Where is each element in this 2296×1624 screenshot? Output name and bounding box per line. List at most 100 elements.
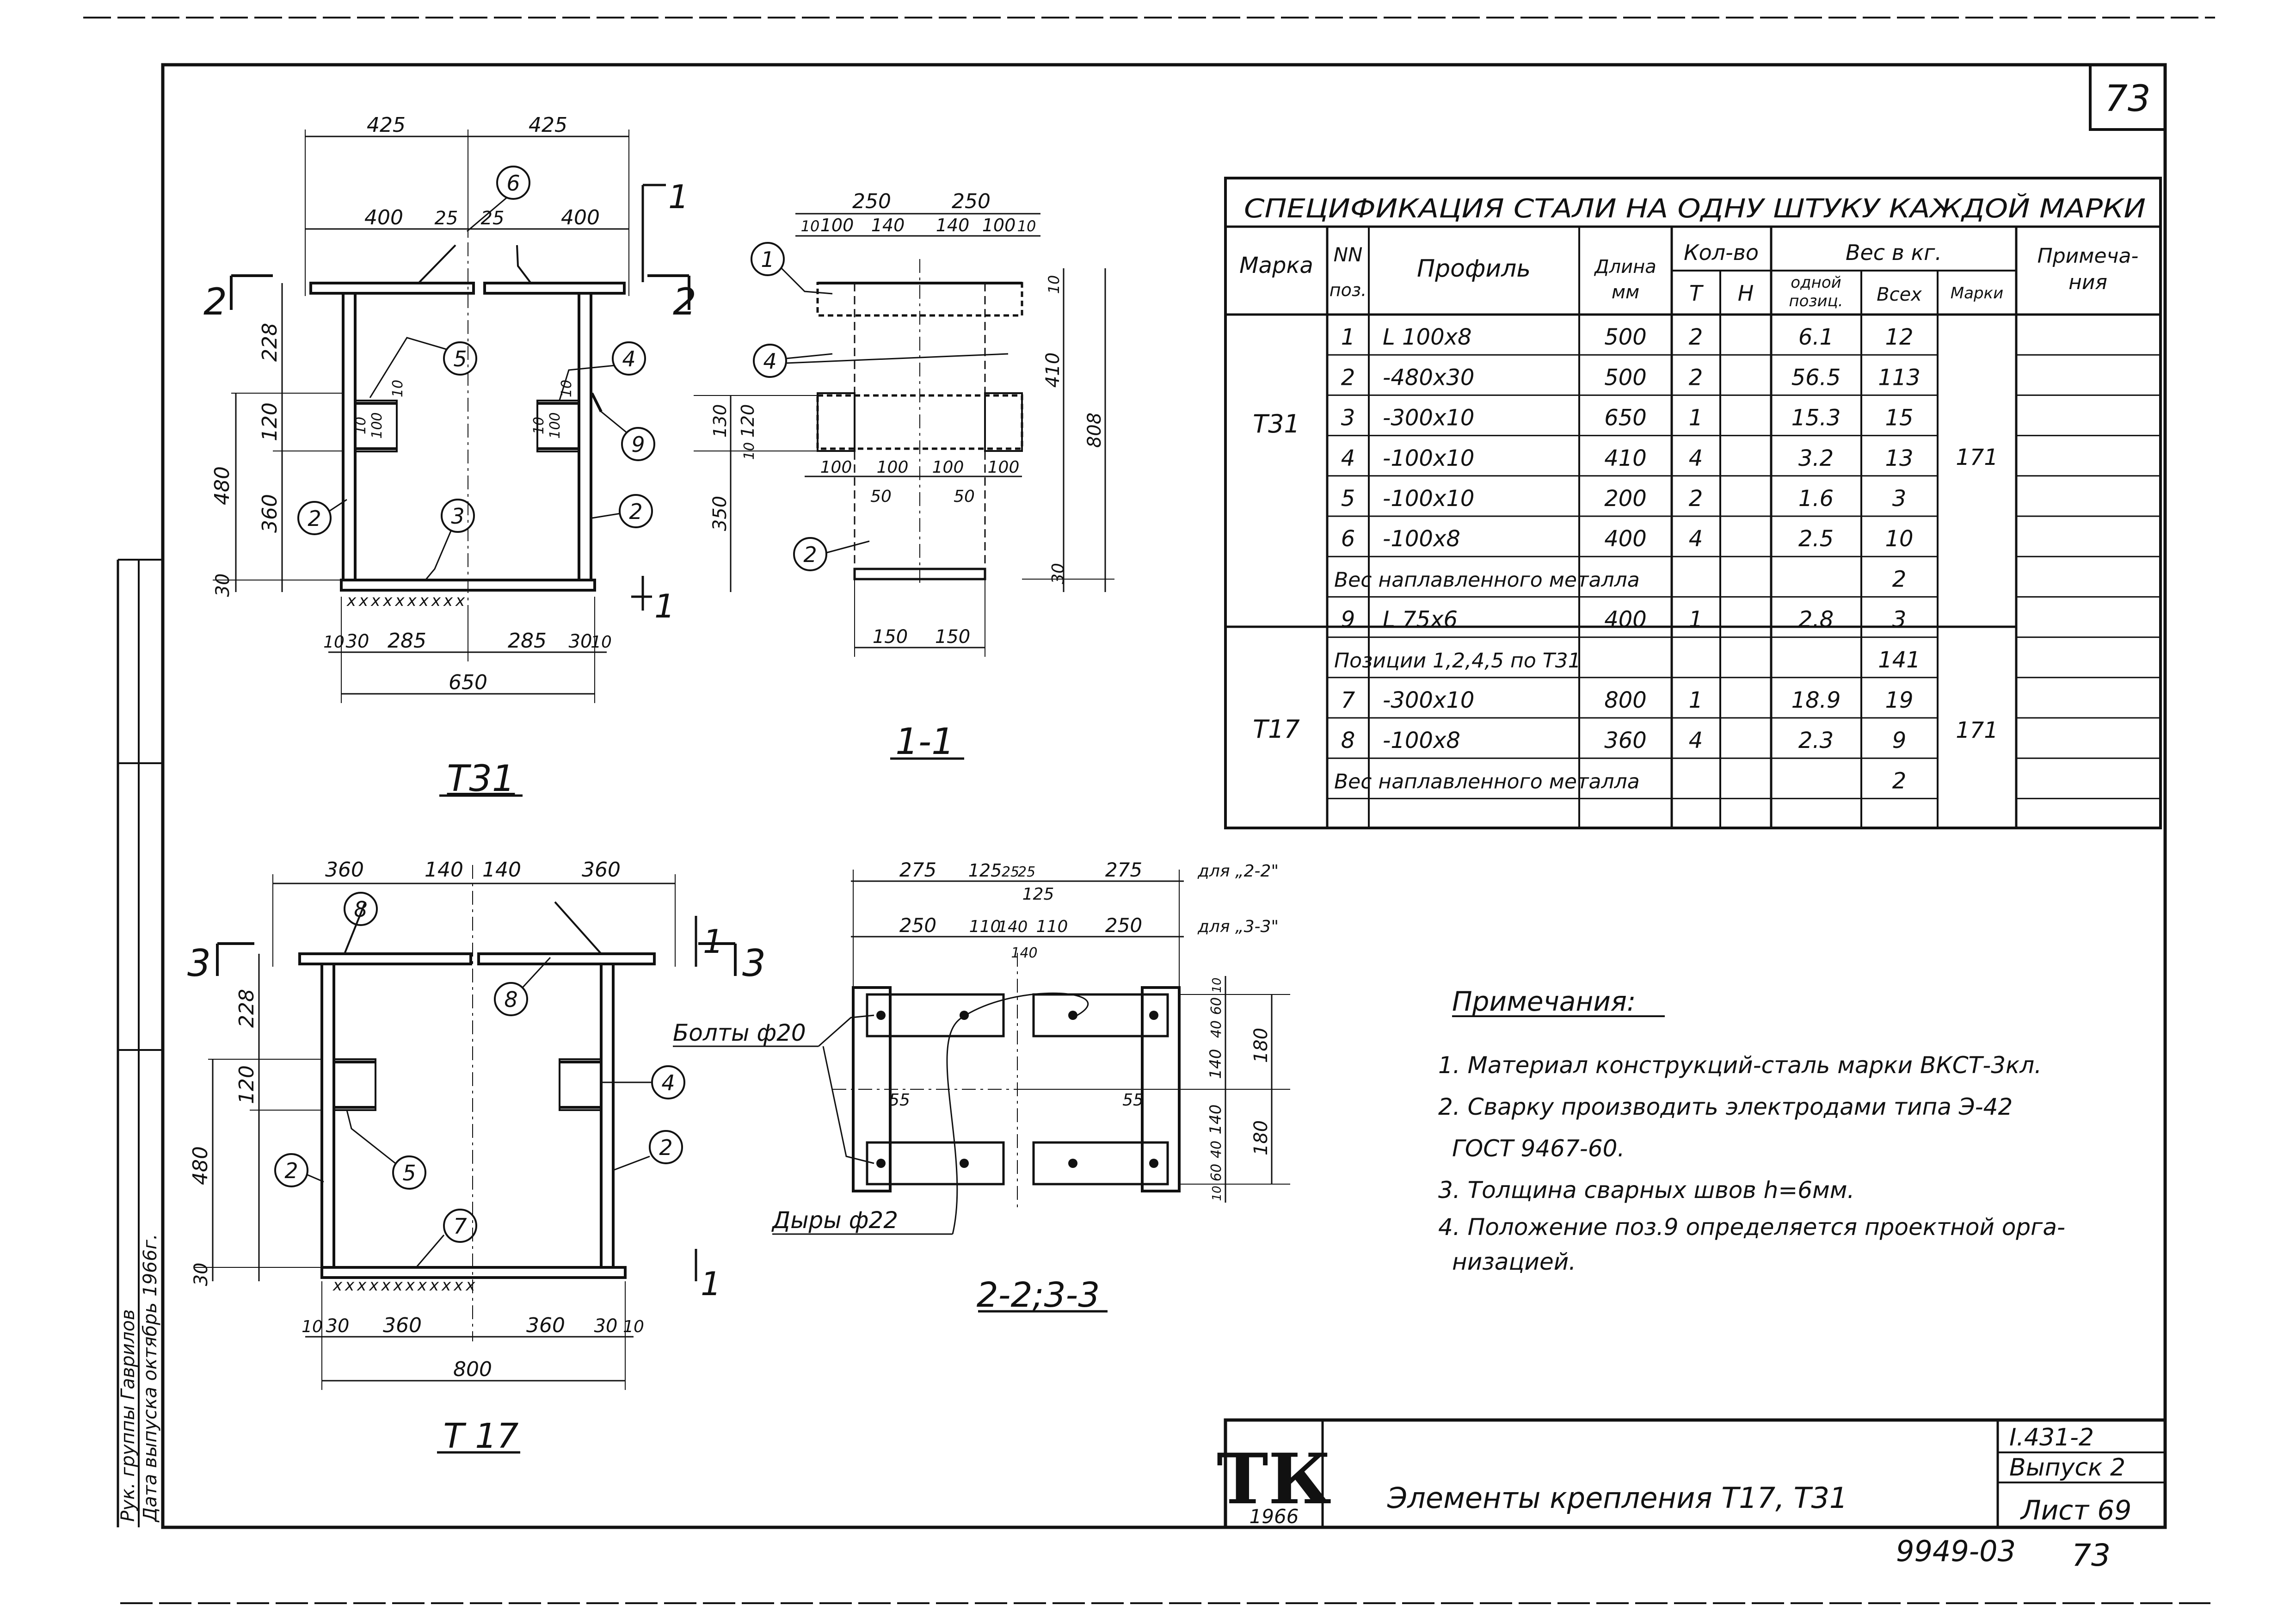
svg-text:25: 25 <box>1018 864 1035 880</box>
spec-cell-all: 2 <box>1892 566 1907 592</box>
svg-text:250: 250 <box>852 190 891 213</box>
sheet-label: Лист 69 <box>2020 1494 2131 1526</box>
spec-cell-all: 113 <box>1878 364 1921 390</box>
svg-text:10: 10 <box>531 417 547 434</box>
svg-text:150: 150 <box>935 626 970 648</box>
spec-cell-all: 10 <box>1885 526 1913 552</box>
svg-text:10: 10 <box>353 417 369 434</box>
hdr-one-2: позиц. <box>1789 292 1843 310</box>
svg-text:125: 125 <box>968 860 1002 881</box>
svg-text:для „2-2": для „2-2" <box>1197 862 1279 881</box>
svg-text:800: 800 <box>453 1358 492 1381</box>
bottom-code: 9949-03 <box>1896 1534 2016 1568</box>
strip-text-1: Рук. группы Гаврилов <box>117 1309 139 1522</box>
group-marka-t17: Т17 <box>1253 715 1300 744</box>
spec-cell-pos: 2 <box>1341 364 1355 390</box>
svg-text:7: 7 <box>453 1214 467 1239</box>
svg-text:30: 30 <box>569 631 592 652</box>
svg-text:60: 60 <box>1208 1164 1225 1181</box>
spec-cell-length: 200 <box>1604 486 1647 512</box>
spec-cell-t: 1 <box>1689 405 1703 431</box>
hdr-n: Н <box>1738 281 1754 306</box>
svg-text:4: 4 <box>661 1070 675 1095</box>
svg-text:60: 60 <box>1208 997 1225 1015</box>
svg-text:180: 180 <box>1250 1120 1272 1155</box>
spec-cell-all: 9 <box>1892 728 1907 753</box>
strip-text-2: Дата выпуска октябрь 1966г. <box>140 1234 161 1523</box>
drawing-section-1-1: 250 250 10 100 140 140 100 10 10 410 808… <box>694 190 1114 763</box>
svg-text:1: 1 <box>654 587 675 625</box>
spec-cell-profile: L 75х6 <box>1383 607 1458 633</box>
svg-text:30: 30 <box>594 1315 618 1337</box>
spec-cell-one: 1.6 <box>1798 486 1834 512</box>
svg-text:40: 40 <box>1208 1020 1225 1038</box>
svg-text:5: 5 <box>453 346 467 371</box>
svg-text:30: 30 <box>191 1263 212 1286</box>
svg-text:400: 400 <box>561 206 600 229</box>
spec-cell-length: 360 <box>1604 728 1647 753</box>
svg-text:10: 10 <box>1045 275 1063 294</box>
note-1: 1. Материал конструкций-сталь марки ВКСТ… <box>1438 1052 2042 1079</box>
note-2: 2. Сварку производить электродами типа Э… <box>1438 1093 2013 1120</box>
hdr-length-1: Длина <box>1594 256 1656 278</box>
svg-text:2: 2 <box>284 1158 298 1183</box>
hdr-length-2: мм <box>1612 282 1639 303</box>
svg-text:xxxxxxxxxx: xxxxxxxxxx <box>346 592 468 610</box>
svg-text:10: 10 <box>591 633 612 652</box>
svg-text:425: 425 <box>367 113 406 137</box>
spec-cell-pos: 3 <box>1341 405 1355 431</box>
svg-text:6: 6 <box>506 171 520 196</box>
svg-text:10: 10 <box>323 633 345 652</box>
svg-text:100: 100 <box>877 458 909 477</box>
svg-text:285: 285 <box>388 629 426 653</box>
hdr-profile: Профиль <box>1417 255 1531 283</box>
svg-text:30: 30 <box>1049 563 1068 584</box>
issue-label: Выпуск 2 <box>2009 1454 2125 1482</box>
svg-text:2: 2 <box>203 280 227 323</box>
svg-text:1: 1 <box>701 1265 721 1303</box>
drawing-title: Элементы крепления Т17, Т31 <box>1387 1481 1847 1515</box>
svg-text:100: 100 <box>547 412 563 438</box>
svg-text:30: 30 <box>326 1315 350 1337</box>
spec-cell-profile: -100х8 <box>1383 526 1460 552</box>
spec-cell-t: 4 <box>1689 445 1703 471</box>
spec-cell-profile: L 100х8 <box>1383 324 1472 350</box>
spec-cell-all: 2 <box>1892 768 1907 794</box>
svg-text:140: 140 <box>1011 945 1037 961</box>
svg-text:10: 10 <box>741 442 757 460</box>
svg-text:140: 140 <box>998 918 1028 936</box>
svg-text:275: 275 <box>1105 858 1142 881</box>
spec-cell-profile: -100х10 <box>1383 445 1474 471</box>
spec-title: СПЕЦИФИКАЦИЯ СТАЛИ НА ОДНУ ШТУКУ КАЖДОЙ … <box>1244 194 2146 224</box>
svg-text:125: 125 <box>1022 885 1054 904</box>
svg-text:4: 4 <box>763 349 776 374</box>
svg-text:140: 140 <box>936 215 970 235</box>
svg-text:2: 2 <box>803 542 817 567</box>
notes: Примечания: 1. Материал конструкций-стал… <box>1438 986 2065 1275</box>
doc-code: I.431-2 <box>2009 1424 2094 1451</box>
svg-text:360: 360 <box>526 1314 565 1337</box>
note-3: 3. Толщина сварных швов h=6мм. <box>1438 1177 1854 1204</box>
spec-cell-t: 2 <box>1689 324 1703 350</box>
sheet-frame <box>161 63 2167 1529</box>
svg-text:xxxxxxxxxxxx: xxxxxxxxxxxx <box>332 1276 478 1295</box>
spec-cell-pos: 1 <box>1341 324 1355 350</box>
spec-cell-pos: 7 <box>1341 687 1355 713</box>
svg-text:10: 10 <box>1210 1186 1224 1201</box>
svg-text:480: 480 <box>210 466 234 505</box>
note-4: 4. Положение поз.9 определяется проектно… <box>1438 1214 2065 1241</box>
spec-cell-profile: Позиции 1,2,4,5 по Т31 <box>1334 649 1581 673</box>
svg-text:10: 10 <box>1017 217 1036 235</box>
spec-cell-t: 4 <box>1689 526 1703 552</box>
svg-text:55: 55 <box>1122 1091 1144 1110</box>
spec-cell-profile: -100х10 <box>1383 486 1474 512</box>
spec-cell-all: 15 <box>1885 405 1913 431</box>
svg-text:180: 180 <box>1250 1028 1272 1063</box>
svg-text:140: 140 <box>1206 1049 1225 1079</box>
svg-text:250: 250 <box>1105 914 1142 937</box>
svg-text:9: 9 <box>631 432 645 457</box>
